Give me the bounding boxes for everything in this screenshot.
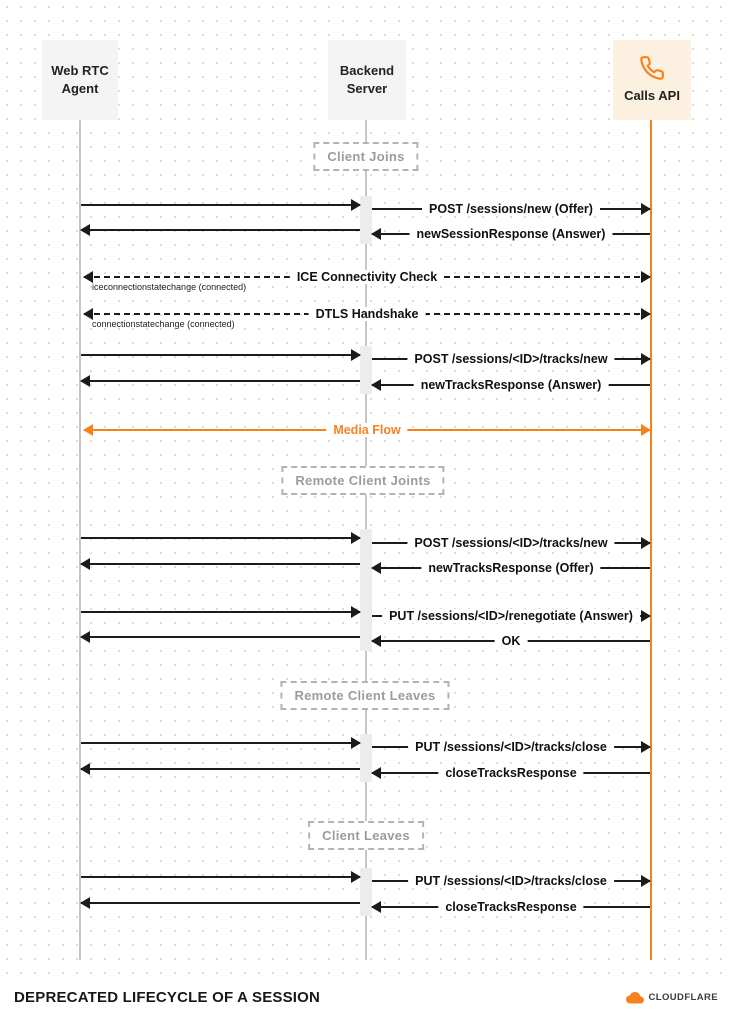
cloudflare-cloud-icon [625, 991, 644, 1003]
arrow-close-tracks-response-2: closeTracksResponse [371, 900, 650, 914]
message-label-post-tracks-new-2: POST /sessions/<ID>/tracks/new [407, 536, 615, 550]
message-label-post-sessions-new: POST /sessions/new (Offer) [422, 202, 600, 216]
arrow-put-tracks-close-2: PUT /sessions/<ID>/tracks/close [372, 874, 651, 888]
actor-calls-api: Calls API [613, 40, 691, 120]
footer: DEPRECATED LIFECYCLE OF A SESSION CLOUDF… [0, 975, 732, 1019]
arrow-backend-to-agent-5 [80, 763, 360, 775]
arrow-new-tracks-response-offer: newTracksResponse (Offer) [371, 561, 650, 575]
message-label-new-tracks-response-offer: newTracksResponse (Offer) [421, 561, 601, 575]
message-label-new-tracks-response-answer: newTracksResponse (Answer) [413, 378, 609, 392]
actor-webrtc-agent-label-line2: Agent [61, 81, 99, 96]
phase-remote-client-leaves: Remote Client Leaves [280, 681, 450, 710]
message-label-ok: OK [494, 634, 528, 648]
arrow-agent-to-backend-2 [81, 349, 361, 361]
activation-bar-remote-leaves [360, 734, 372, 782]
phone-icon [639, 55, 665, 81]
arrow-post-tracks-new-1: POST /sessions/<ID>/tracks/new [372, 352, 651, 366]
diagram-canvas: Web RTC Agent Backend Server Calls API C… [0, 0, 732, 975]
message-label-ice-check: ICE Connectivity Check [289, 270, 445, 284]
message-label-close-tracks-response-1: closeTracksResponse [438, 766, 584, 780]
actor-backend-server-label-line2: Server [346, 81, 388, 96]
arrow-backend-to-agent-3 [80, 558, 360, 570]
arrow-dtls-handshake: DTLS Handshake connectionstatechange (co… [83, 307, 651, 329]
arrow-close-tracks-response-1: closeTracksResponse [371, 766, 650, 780]
actor-backend-server: Backend Server [328, 40, 406, 120]
arrow-backend-to-agent-2 [80, 375, 360, 387]
lifeline-webrtc-agent [79, 120, 81, 960]
arrow-agent-to-backend-3 [81, 532, 361, 544]
arrow-ok: OK [371, 634, 650, 648]
activation-bar-remote-joins [360, 529, 372, 651]
message-label-dtls-handshake: DTLS Handshake [308, 307, 426, 321]
activation-bar-client-joins [360, 196, 372, 244]
actor-webrtc-agent: Web RTC Agent [42, 40, 118, 120]
arrow-put-renegotiate: PUT /sessions/<ID>/renegotiate (Answer) [372, 609, 651, 623]
arrow-agent-to-backend-5 [81, 737, 361, 749]
arrow-new-tracks-response-answer: newTracksResponse (Answer) [371, 378, 650, 392]
cloudflare-logo: CLOUDFLARE [624, 991, 718, 1004]
message-label-put-renegotiate: PUT /sessions/<ID>/renegotiate (Answer) [382, 609, 640, 623]
actor-webrtc-agent-label-line1: Web RTC [51, 63, 109, 79]
actor-backend-server-label-line1: Backend [339, 63, 395, 79]
message-label-put-tracks-close-2: PUT /sessions/<ID>/tracks/close [408, 874, 614, 888]
arrow-new-session-response: newSessionResponse (Answer) [371, 227, 650, 241]
arrow-backend-to-agent-1 [80, 224, 360, 236]
message-label-post-tracks-new-1: POST /sessions/<ID>/tracks/new [407, 352, 615, 366]
actor-calls-api-label: Calls API [624, 88, 680, 104]
arrow-agent-to-backend-1 [81, 199, 361, 211]
message-label-put-tracks-close-1: PUT /sessions/<ID>/tracks/close [408, 740, 614, 754]
arrow-backend-to-agent-6 [80, 897, 360, 909]
phase-client-leaves: Client Leaves [308, 821, 424, 850]
arrow-agent-to-backend-6 [81, 871, 361, 883]
phase-client-joins: Client Joins [313, 142, 419, 171]
cloudflare-wordmark: CLOUDFLARE [648, 991, 718, 1003]
activation-bar-tracks-new [360, 346, 372, 394]
note-connection-state: connectionstatechange (connected) [92, 319, 235, 329]
message-label-media-flow: Media Flow [326, 423, 408, 437]
arrow-agent-to-backend-4 [81, 606, 361, 618]
message-label-new-session-response: newSessionResponse (Answer) [409, 227, 613, 241]
diagram-title: DEPRECATED LIFECYCLE OF A SESSION [14, 988, 321, 1006]
arrow-post-sessions-new: POST /sessions/new (Offer) [372, 202, 651, 216]
message-label-close-tracks-response-2: closeTracksResponse [438, 900, 584, 914]
note-ice-connection-state: iceconnectionstatechange (connected) [92, 282, 247, 292]
phase-remote-client-joins: Remote Client Joints [281, 466, 445, 495]
arrow-put-tracks-close-1: PUT /sessions/<ID>/tracks/close [372, 740, 651, 754]
lifeline-calls-api [650, 120, 652, 960]
activation-bar-client-leaves [360, 868, 372, 916]
arrow-ice-connectivity-check: ICE Connectivity Check iceconnectionstat… [83, 270, 651, 292]
arrow-post-tracks-new-2: POST /sessions/<ID>/tracks/new [372, 536, 651, 550]
arrow-backend-to-agent-4 [80, 631, 360, 643]
arrow-media-flow: Media Flow [83, 423, 651, 437]
